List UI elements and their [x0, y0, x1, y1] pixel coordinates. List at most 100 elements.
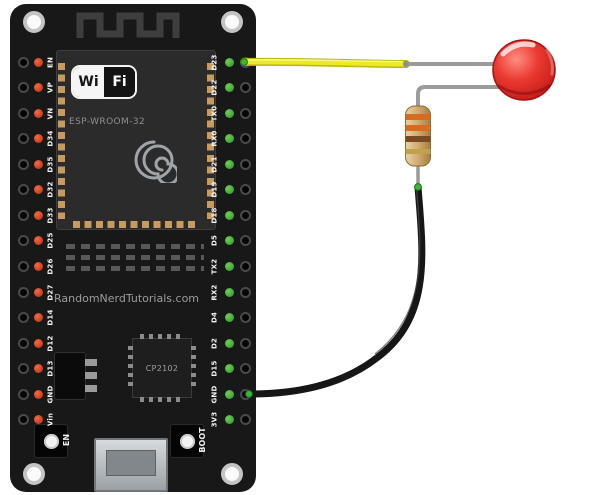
boot-button [170, 424, 204, 458]
pin-hole-left-vin [17, 414, 29, 426]
esp32-devkit-board: Wi Fi ESP-WROOM-32 RandomNerdTutorials.c… [10, 4, 256, 492]
pin-label-d19: D19 [210, 181, 219, 198]
esp-wroom-32-module: Wi Fi ESP-WROOM-32 [56, 50, 216, 230]
pin-label-tx0: TX0 [210, 105, 219, 121]
pin-pad-right-d21 [224, 159, 234, 169]
pin-pad-right-3v3 [224, 415, 234, 425]
pin-hole-right-d18 [239, 209, 251, 221]
pin-pad-left-d32 [33, 185, 43, 195]
pin-label-rx0: RX0 [210, 130, 219, 147]
usb-connector-inset [106, 450, 156, 476]
pin-pad-right-rx2 [224, 287, 234, 297]
mounting-hole [23, 463, 45, 485]
wire-lead-junction [403, 61, 409, 67]
chip-pins [140, 397, 184, 402]
pin-pad-right-d4 [224, 313, 234, 323]
resistor [405, 105, 431, 167]
pin-pad-left-d14 [33, 313, 43, 323]
pin-label-d2: D2 [210, 337, 219, 349]
wifi-logo-wi: Wi [73, 67, 104, 97]
espressif-logo [134, 140, 177, 183]
pin-pad-right-d15 [224, 364, 234, 374]
usb-connector [94, 438, 168, 492]
pin-pad-right-tx2 [224, 262, 234, 272]
pin-pad-right-d22 [224, 83, 234, 93]
voltage-regulator [54, 352, 97, 400]
pin-hole-left-vp [17, 82, 29, 94]
en-button-cap [43, 433, 59, 449]
pin-pad-left-d26 [33, 262, 43, 272]
en-button [34, 424, 68, 458]
pin-hole-right-d15 [239, 363, 251, 375]
pin-hole-left-d14 [17, 312, 29, 324]
ground-wire [245, 183, 426, 398]
pin-label-rx2: RX2 [210, 284, 219, 301]
pin-hole-left-d27 [17, 286, 29, 298]
pin-hole-left-d35 [17, 158, 29, 170]
pin-pad-left-d25 [33, 236, 43, 246]
pin-pad-right-d18 [224, 210, 234, 220]
pin-label-3v3: 3V3 [210, 412, 219, 428]
signal-wire [240, 57, 410, 68]
resistor-band-4 [405, 149, 431, 154]
mounting-hole [221, 11, 243, 33]
pin-pad-left-gnd [33, 389, 43, 399]
pin-hole-left-d13 [17, 363, 29, 375]
usb-uart-chip: CP2102 [128, 334, 196, 402]
pin-hole-right-tx0 [239, 107, 251, 119]
pin-label-d21: D21 [210, 156, 219, 173]
pin-pad-left-d33 [33, 210, 43, 220]
pin-pad-right-rx0 [224, 134, 234, 144]
pin-pad-right-d5 [224, 236, 234, 246]
wifi-antenna-trace [76, 12, 180, 38]
pin-label-tx2: TX2 [210, 258, 219, 275]
pin-pad-left-vp [33, 83, 43, 93]
terminal-resistor [414, 183, 422, 191]
pin-pad-right-gnd [224, 389, 234, 399]
pin-hole-left-d33 [17, 209, 29, 221]
led-base-shadow [497, 84, 551, 95]
pin-hole-right-d4 [239, 312, 251, 324]
pin-pad-left-vn [33, 108, 43, 118]
pin-hole-right-rx0 [239, 133, 251, 145]
led-leads [404, 62, 508, 190]
regulator-leg [85, 372, 97, 379]
mounting-hole [221, 463, 243, 485]
pin-pad-right-d23 [224, 57, 234, 67]
pin-hole-left-d12 [17, 337, 29, 349]
pin-pad-right-d2 [224, 338, 234, 348]
chip-pins [128, 346, 133, 390]
resistor-band-3 [405, 136, 431, 142]
pin-pad-left-d34 [33, 134, 43, 144]
pin-pad-left-vin [33, 415, 43, 425]
wifi-logo: Wi Fi [73, 67, 135, 97]
module-castellated-pads-bottom [73, 221, 199, 228]
pin-hole-right-d23 [239, 56, 251, 68]
pin-hole-left-en [17, 56, 29, 68]
pin-hole-left-d25 [17, 235, 29, 247]
mounting-hole [23, 11, 45, 33]
pin-hole-right-gnd [239, 388, 251, 400]
led-highlight [500, 41, 536, 57]
pin-hole-right-d22 [239, 82, 251, 94]
led [492, 39, 556, 101]
pin-pad-right-d19 [224, 185, 234, 195]
led-rim-light [545, 48, 554, 76]
pin-hole-left-d34 [17, 133, 29, 145]
pin-hole-right-d2 [239, 337, 251, 349]
pin-label-d18: D18 [210, 207, 219, 224]
solder-pad-row [66, 244, 204, 249]
pin-pad-right-tx0 [224, 108, 234, 118]
pin-pad-left-d12 [33, 338, 43, 348]
solder-pad-row [66, 255, 204, 260]
regulator-leg [85, 359, 97, 366]
pin-hole-left-d32 [17, 184, 29, 196]
boot-button-cap [179, 433, 195, 449]
regulator-leg [85, 385, 97, 392]
pin-hole-right-rx2 [239, 286, 251, 298]
module-name-label: ESP-WROOM-32 [69, 117, 146, 127]
pin-label-d15: D15 [210, 360, 219, 377]
